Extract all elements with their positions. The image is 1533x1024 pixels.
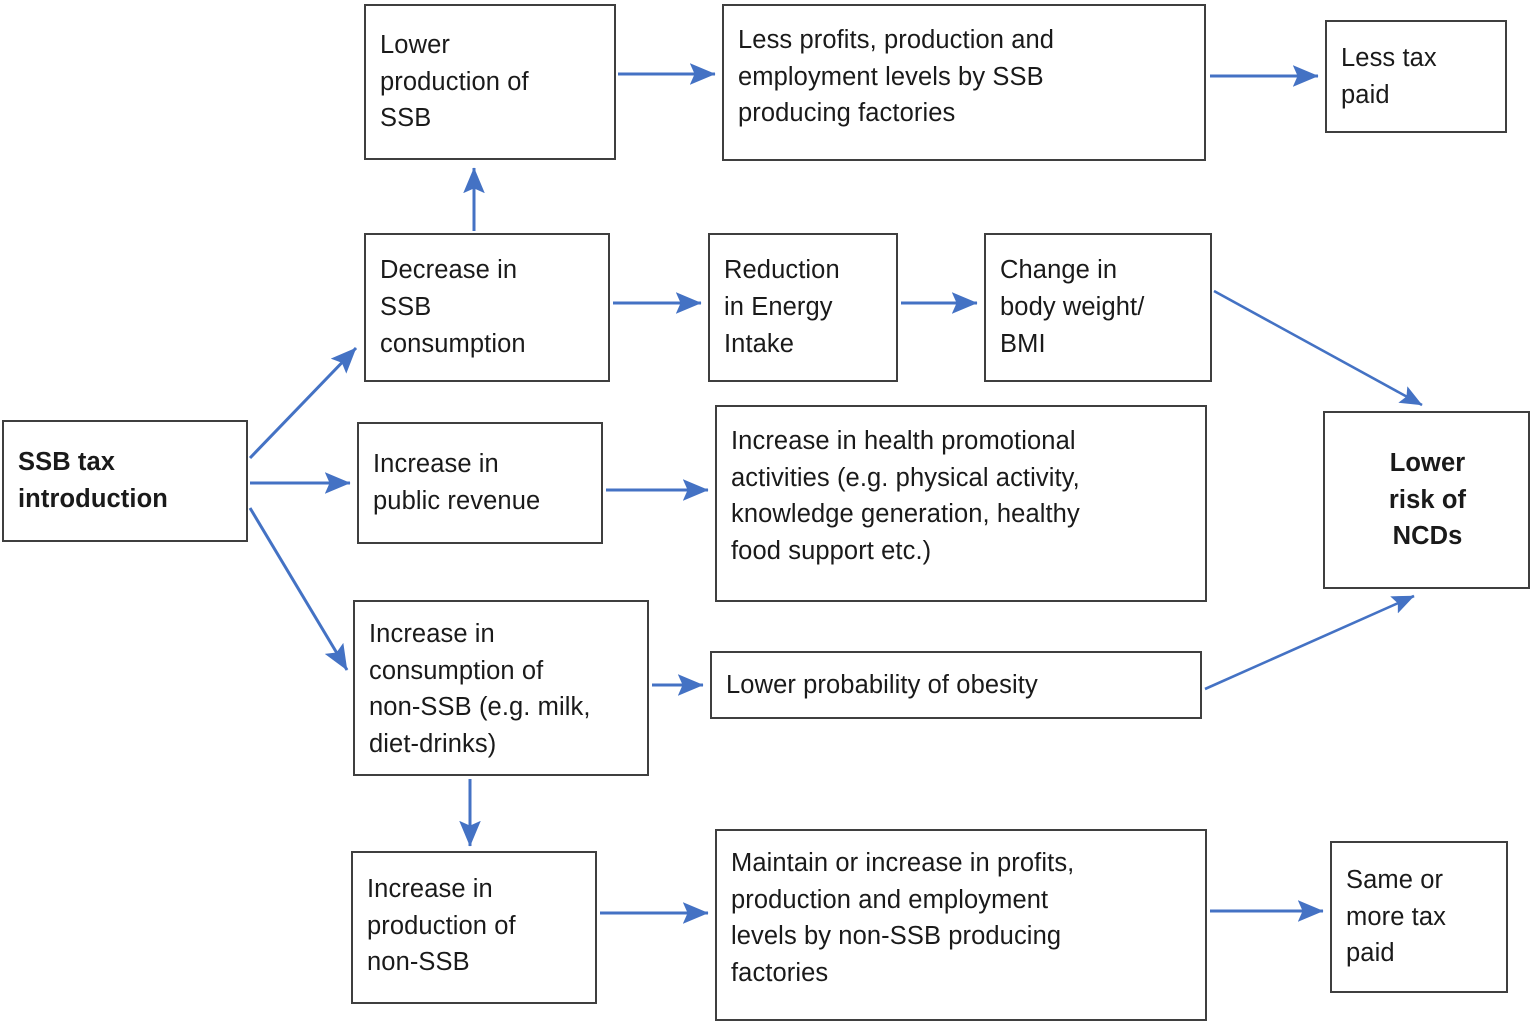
node-label: Increase in health promotional activitie… xyxy=(731,427,1080,566)
edge-obesity-to-lower-risk xyxy=(1204,594,1415,691)
node-increase-health-promotional-activities[interactable]: Increase in health promotional activitie… xyxy=(715,405,1207,602)
node-lower-probability-obesity[interactable]: Lower probability of obesity xyxy=(710,651,1202,719)
edge-tax-to-decrease-consumption xyxy=(248,346,358,460)
node-maintain-increase-profits[interactable]: Maintain or increase in profits, product… xyxy=(715,829,1207,1021)
node-lower-risk-ncds[interactable]: Lower risk of NCDs xyxy=(1323,411,1530,589)
node-label: Decrease in SSB consumption xyxy=(380,256,526,358)
node-increase-production-non-ssb[interactable]: Increase in production of non-SSB xyxy=(351,851,597,1004)
node-label: Lower production of SSB xyxy=(380,30,529,133)
node-label: Lower probability of obesity xyxy=(726,670,1038,699)
node-reduction-energy-intake[interactable]: Reduction in Energy Intake xyxy=(708,233,898,382)
node-label: Lower risk of NCDs xyxy=(1388,448,1467,551)
node-label: Same or more tax paid xyxy=(1346,865,1446,968)
edge-tax-to-consumption-non-ssb xyxy=(248,507,349,671)
node-change-body-weight-bmi[interactable]: Change in body weight/ BMI xyxy=(984,233,1212,382)
node-less-tax-paid[interactable]: Less tax paid xyxy=(1325,20,1507,133)
node-increase-consumption-non-ssb[interactable]: Increase in consumption of non-SSB (e.g.… xyxy=(353,600,649,776)
node-label: Increase in consumption of non-SSB (e.g.… xyxy=(369,620,591,759)
node-label: Less tax paid xyxy=(1341,43,1437,109)
node-same-or-more-tax-paid[interactable]: Same or more tax paid xyxy=(1330,841,1508,993)
node-lower-production-ssb[interactable]: Lower production of SSB xyxy=(364,4,616,160)
node-decrease-ssb-consumption[interactable]: Decrease in SSB consumption xyxy=(364,233,610,382)
edge-body-weight-to-lower-risk xyxy=(1213,289,1423,407)
node-less-profits-production-employment[interactable]: Less profits, production and employment … xyxy=(722,4,1206,161)
node-label: Less profits, production and employment … xyxy=(738,26,1055,128)
node-label: SSB tax introduction xyxy=(18,448,168,513)
node-label: Increase in public revenue xyxy=(373,450,541,515)
node-label: Increase in production of non-SSB xyxy=(367,875,516,977)
node-increase-public-revenue[interactable]: Increase in public revenue xyxy=(357,422,603,544)
node-ssb-tax-introduction[interactable]: SSB tax introduction xyxy=(2,420,248,542)
node-label: Change in body weight/ BMI xyxy=(1000,256,1145,358)
node-label: Maintain or increase in profits, product… xyxy=(731,849,1075,988)
node-label: Reduction in Energy Intake xyxy=(724,256,840,358)
